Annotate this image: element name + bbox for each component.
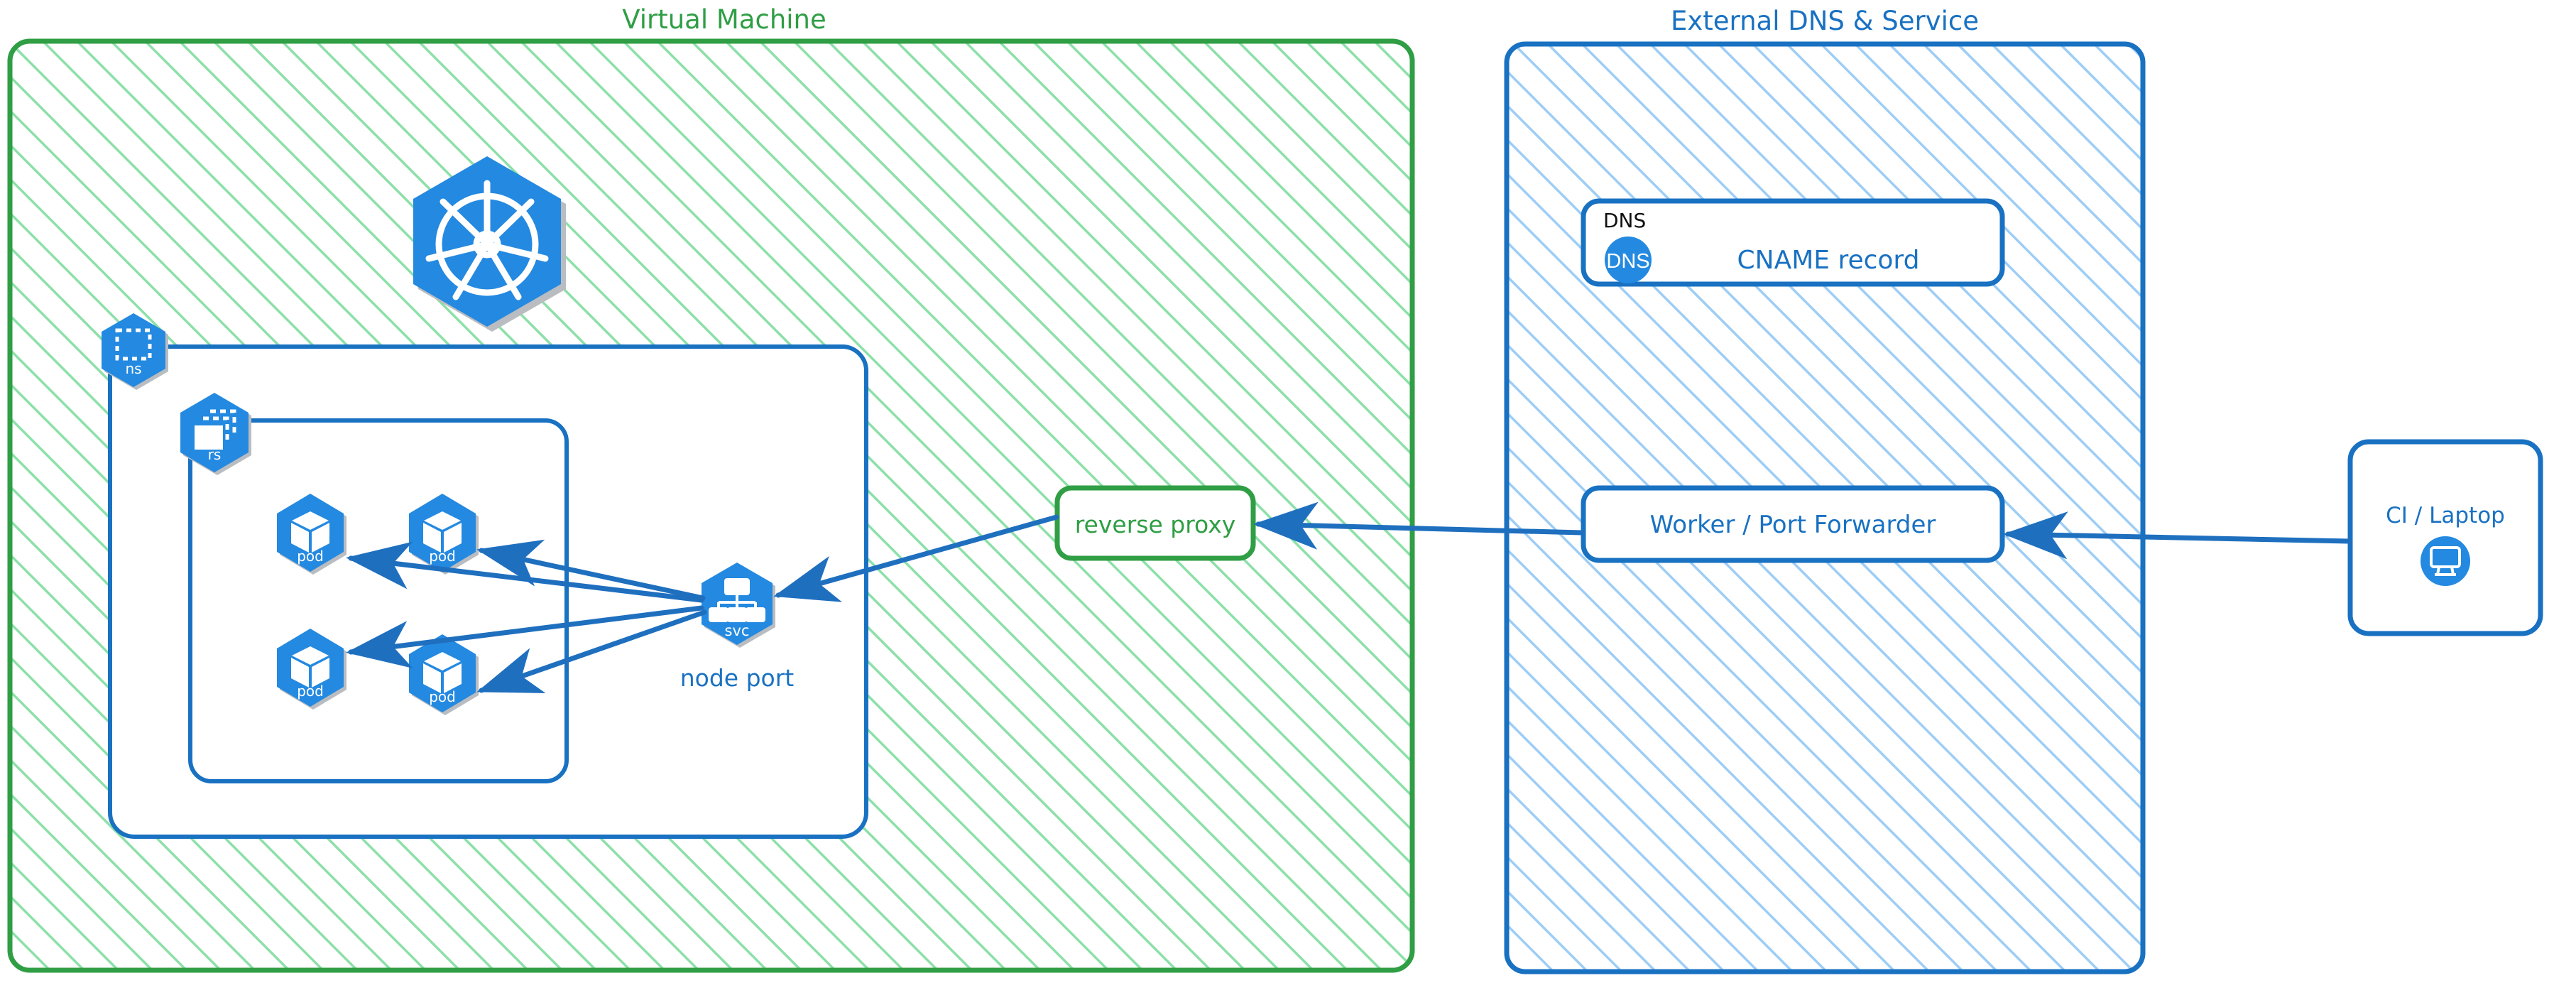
desktop-monitor-icon	[2421, 536, 2470, 586]
dns-icon	[1605, 237, 1652, 283]
dns-card-box[interactable]	[1581, 198, 2005, 287]
pod-icon-4-label: pod	[429, 688, 456, 705]
replicaset-container	[188, 418, 569, 783]
arrow-nodeport-to-pod-3	[346, 605, 704, 668]
arrow-ci-to-worker	[2003, 511, 2353, 560]
namespace-badge: ns	[102, 313, 168, 390]
vm-zone-title: Virtual Machine	[622, 4, 826, 35]
dns-icon-label: DNS	[1606, 250, 1649, 273]
ci-laptop-card[interactable]: CI / Laptop	[2347, 439, 2543, 636]
arrow-worker-to-reverse-proxy	[1253, 501, 1585, 550]
dns-kind-label: DNS	[1603, 209, 1646, 232]
namespace-badge-label: ns	[125, 360, 141, 377]
ci-laptop-title: CI / Laptop	[2386, 503, 2505, 528]
dns-card-title: CNAME record	[1737, 246, 1920, 275]
replicaset-badge-label: rs	[208, 446, 222, 463]
reverse-proxy-label: reverse proxy	[1075, 511, 1236, 538]
reverse-proxy-node[interactable]: reverse proxy	[1054, 485, 1256, 561]
kubernetes-logo	[413, 156, 566, 332]
replicaset-badge: rs	[180, 393, 251, 475]
pod-icon-2: pod	[409, 494, 479, 575]
worker-card[interactable]: Worker / Port Forwarder	[1581, 485, 2005, 563]
arrow-nodeport-to-pod-4	[476, 609, 707, 693]
pod-icon-1-label: pod	[297, 548, 324, 565]
arrow-reverse-proxy-to-nodeport	[773, 514, 1059, 602]
worker-card-title: Worker / Port Forwarder	[1650, 511, 1936, 539]
reverse-proxy-box[interactable]	[1054, 485, 1256, 561]
worker-card-box[interactable]	[1581, 485, 2005, 563]
connection-arrows	[346, 501, 2353, 693]
pod-icon-3-label: pod	[297, 683, 324, 700]
arrow-nodeport-to-pod-2	[476, 539, 706, 601]
external-zone-title: External DNS & Service	[1671, 6, 1979, 36]
node-port-caption: node port	[680, 664, 795, 692]
dns-card[interactable]: DNS DNS CNAME record	[1581, 198, 2005, 287]
pod-icon-2-label: pod	[429, 548, 456, 565]
pod-icon-1: pod	[277, 494, 346, 575]
pod-icon-3: pod	[277, 629, 346, 710]
pod-icon-4: pod	[409, 634, 479, 715]
service-nodeport-icon: svc	[702, 563, 775, 648]
service-badge-label: svc	[725, 622, 750, 639]
